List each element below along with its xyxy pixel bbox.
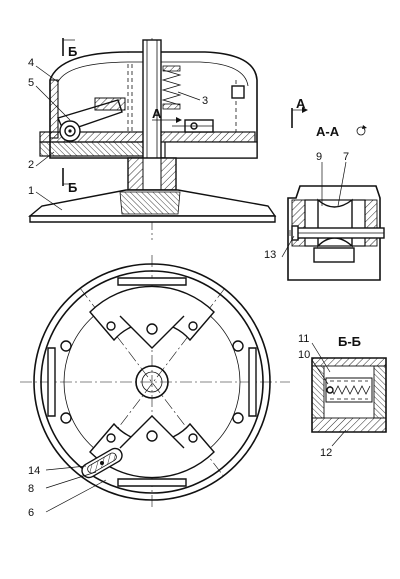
plan-view (20, 255, 290, 510)
bb-spring (329, 385, 371, 395)
spring-part-3 (161, 65, 182, 110)
label-4: 4 (28, 57, 34, 69)
housing-outline (49, 51, 258, 159)
front-view-leaders (35, 65, 201, 211)
label-2: 2 (28, 159, 34, 171)
roller-pin (68, 129, 72, 133)
plan-outer-rim-inner (40, 270, 264, 494)
bb-bottom-plate (311, 417, 387, 433)
label-3: 3 (202, 95, 208, 107)
hub-hatch-right (160, 157, 177, 191)
section-bb-view: Б-Б (311, 334, 387, 433)
plan-hub-outer (135, 365, 169, 399)
housing-right-wall (164, 141, 258, 159)
aa-housing (287, 185, 381, 281)
label-11: 11 (298, 333, 309, 345)
front-section-view: А Б Б (28, 38, 277, 240)
plan-bolt-holes (60, 321, 244, 443)
base-disk-rim (29, 215, 276, 223)
label-12: 12 (320, 447, 332, 459)
plan-outer-rim (33, 263, 271, 501)
label-14: 14 (28, 465, 40, 477)
label-10: 10 (298, 349, 310, 361)
rotation-symbol-arrow (362, 125, 367, 129)
bb-plunger (326, 386, 334, 394)
left-wall (49, 79, 59, 139)
label-9: 9 (316, 151, 322, 163)
label-6: 6 (28, 507, 34, 519)
hub-hatch-left (127, 157, 144, 191)
section-mark-b-top: Б (68, 44, 77, 59)
aa-right-wall (364, 199, 378, 247)
label-8: 8 (28, 483, 34, 495)
view-title-aa: А-А (316, 124, 340, 139)
label-13: 13 (264, 249, 276, 261)
plan-hub-inner (141, 371, 163, 393)
lever-block (94, 97, 126, 111)
bb-left-wall (311, 365, 325, 419)
section-mark-b-bottom: Б (68, 180, 77, 195)
rotation-symbol (356, 126, 366, 136)
plan-roller-assembly (81, 447, 123, 479)
label-7: 7 (343, 151, 349, 163)
section-mark-a-right: А (296, 96, 306, 111)
bb-top-plate (311, 357, 387, 367)
section-a-right-arrow (302, 107, 308, 113)
housing-inner-contour (57, 61, 249, 87)
plan-rim-slots (47, 277, 257, 487)
section-aa-view: А А-А (287, 96, 385, 281)
label-1: 1 (28, 185, 34, 197)
view-title-bb: Б-Б (338, 334, 361, 349)
aa-leaders (281, 161, 347, 258)
base-disk-hub-hatch (119, 191, 181, 215)
right-bracket (231, 85, 245, 99)
aa-lower-block (313, 247, 355, 263)
section-a-inner-arrow (176, 117, 182, 123)
bb-right-wall (373, 365, 387, 419)
housing-base-rib (39, 141, 151, 157)
plan-leaders (45, 465, 107, 513)
section-mark-a-inner: А (152, 106, 162, 121)
bb-leaders (311, 342, 347, 447)
aa-nut-part-13 (291, 225, 299, 241)
label-5: 5 (28, 77, 34, 89)
